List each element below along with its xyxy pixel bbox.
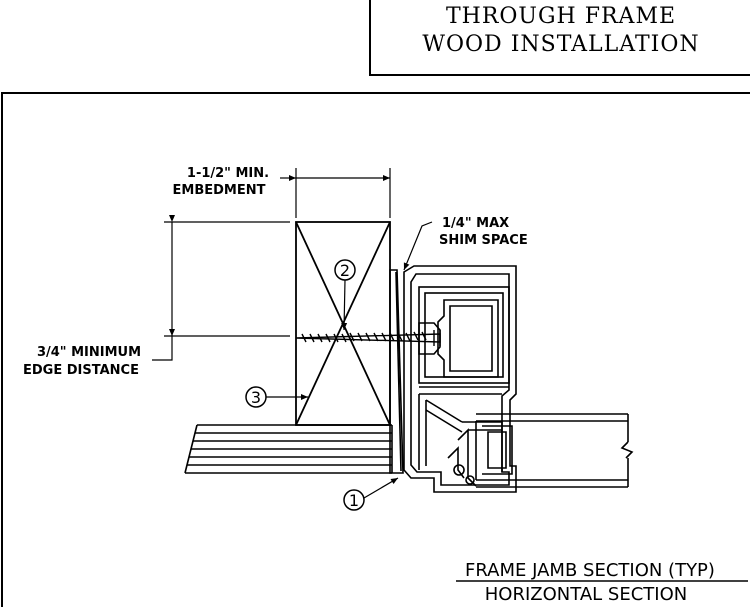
title-line-2: WOOD INSTALLATION [422,32,700,57]
callout-3: 3 [245,386,308,408]
edge-label-1: 3/4" MINIMUM [37,345,141,360]
callout-2-number: 2 [340,261,350,280]
drawing-border [1,92,750,607]
callout-1-number: 1 [349,491,359,510]
callout-1: 1 [343,477,399,511]
callout-2: 2 [334,259,356,331]
embedment-label-2: EMBEDMENT [173,183,266,198]
embedment-dimension [280,168,391,218]
wood-buck-block [295,221,391,426]
edge-label-2: EDGE DISTANCE [23,363,139,378]
wood-substrate [184,424,393,474]
callout-3-number: 3 [251,388,261,407]
caption-title: FRAME JAMB SECTION (TYP) [465,560,715,581]
shim-leader [403,221,433,271]
window-frame-jamb [403,265,517,493]
anchor-screw [295,330,441,346]
shim [389,269,404,474]
edge-distance-dimension [152,215,290,361]
glazing-sash [475,413,634,488]
title-block: THROUGH FRAME WOOD INSTALLATION [369,0,750,76]
title-line-1: THROUGH FRAME [445,4,677,29]
embedment-label-1: 1-1/2" MIN. [187,166,269,181]
shim-label-1: 1/4" MAX [442,216,509,231]
shim-label-2: SHIM SPACE [439,233,528,248]
caption-subtitle: HORIZONTAL SECTION [485,584,687,605]
